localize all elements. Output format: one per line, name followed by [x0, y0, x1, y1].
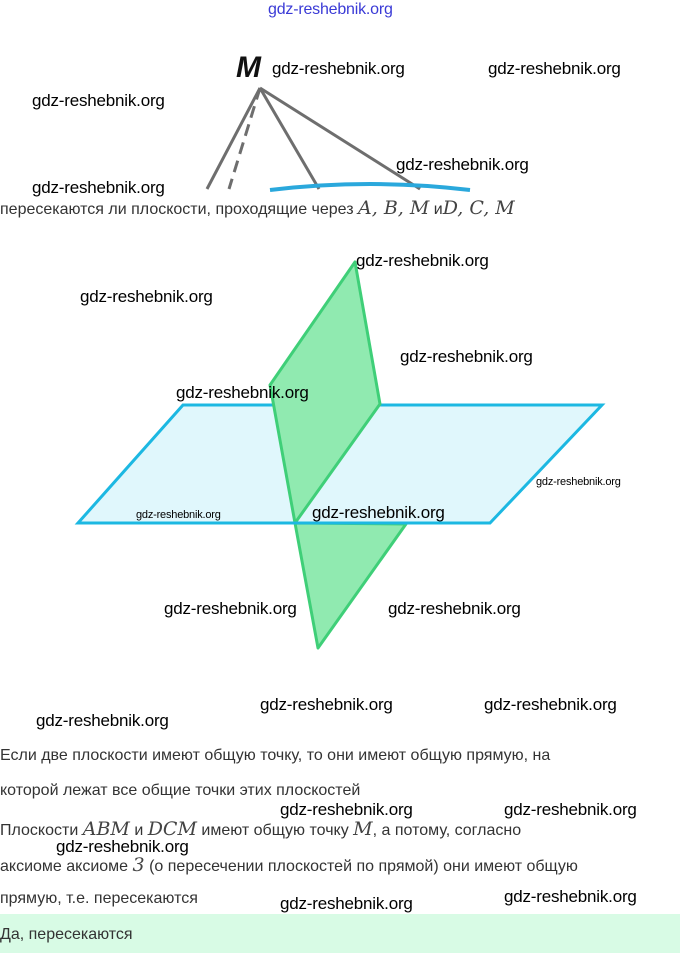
edge-mb	[258, 87, 321, 190]
watermark: gdz-reshebnik.org	[504, 887, 637, 906]
watermark: gdz-reshebnik.org	[356, 251, 489, 270]
watermark: gdz-reshebnik.org	[32, 91, 165, 110]
pyramid-figure	[205, 86, 471, 192]
watermark: gdz-reshebnik.org	[312, 503, 445, 522]
solution-line-5: прямую, т.е. пересекаются	[0, 890, 198, 907]
watermark: gdz-reshebnik.org	[488, 59, 621, 78]
conj: и	[433, 201, 443, 218]
math-dcm: D, C, M	[442, 197, 515, 219]
watermark: gdz-reshebnik.org	[280, 894, 413, 913]
watermark: gdz-reshebnik.org	[280, 800, 413, 819]
edge-mc	[259, 86, 421, 191]
edge-ma	[205, 87, 262, 190]
answer-text: Да, пересекаются	[0, 926, 133, 943]
text: Плоскости	[0, 822, 79, 839]
math-m: M	[353, 818, 373, 840]
base-arc	[269, 182, 471, 192]
watermark: gdz-reshebnik.org	[388, 599, 521, 618]
text: , а потому, согласно	[372, 822, 522, 839]
watermark: gdz-reshebnik.org	[80, 287, 213, 306]
solution-line-1: Если две плоскости имеют общую точку, то…	[0, 747, 551, 764]
watermark: gdz-reshebnik.org	[536, 476, 621, 488]
point-m-label: M	[236, 51, 261, 84]
text: аксиоме аксиоме	[0, 858, 129, 875]
watermark: gdz-reshebnik.org	[32, 178, 165, 197]
math-abm: A, B, M	[358, 197, 430, 219]
solution-line-2: которой лежат все общие точки этих плоск…	[0, 782, 361, 799]
watermark: gdz-reshebnik.org	[504, 800, 637, 819]
solution-line-3: Плоскости ABM и DCM имеют общую точку M,…	[0, 820, 521, 840]
question-label: пересекаются ли плоскости, проходящие че…	[0, 201, 354, 218]
watermark: gdz-reshebnik.org	[136, 509, 221, 521]
watermark: gdz-reshebnik.org	[484, 695, 617, 714]
watermark: gdz-reshebnik.org	[176, 383, 309, 402]
question-text: пересекаются ли плоскости, проходящие че…	[0, 199, 515, 219]
watermark: gdz-reshebnik.org	[268, 1, 393, 18]
math-3: 3	[132, 854, 145, 876]
text: и	[134, 822, 144, 839]
watermark: gdz-reshebnik.org	[164, 599, 297, 618]
planes-figure	[74, 260, 606, 650]
watermark: gdz-reshebnik.org	[260, 695, 393, 714]
watermark: gdz-reshebnik.org	[56, 837, 189, 856]
math-dcm: DCM	[147, 818, 197, 840]
watermark: gdz-reshebnik.org	[400, 347, 533, 366]
answer-box: Да, пересекаются	[0, 914, 680, 953]
plane-green-lower	[293, 521, 408, 650]
watermark: gdz-reshebnik.org	[36, 711, 169, 730]
watermark: gdz-reshebnik.org	[272, 59, 405, 78]
text: имеют общую точку	[201, 822, 349, 839]
math-abm: ABM	[82, 818, 130, 840]
solution-line-4: аксиоме аксиоме 3 (о пересечении плоскос…	[0, 856, 578, 876]
text: (о пересечении плоскостей по прямой) они…	[149, 858, 578, 875]
watermark: gdz-reshebnik.org	[396, 155, 529, 174]
